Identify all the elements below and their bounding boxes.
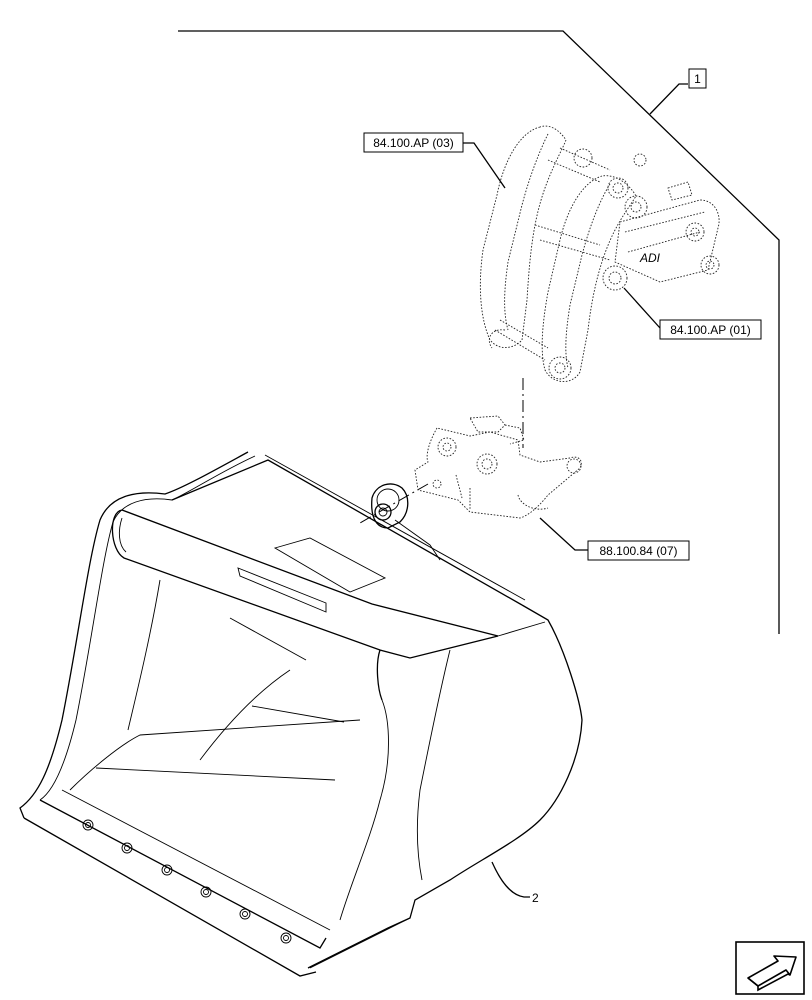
quick-coupler-assembly: ADI [479,125,720,382]
svg-text:1: 1 [694,72,701,86]
callout-item-1[interactable]: 1 [649,68,707,115]
item-1-bracket-line [178,30,780,634]
svg-text:2: 2 [532,891,539,905]
svg-text:84.100.AP (01): 84.100.AP (01) [670,323,751,337]
alignment-centerline [359,378,524,524]
callout-88-100-84-07[interactable]: 88.100.84 (07) [539,517,690,561]
svg-text:84.100.AP (03): 84.100.AP (03) [373,136,454,150]
callout-84-100-ap-03[interactable]: 84.100.AP (03) [363,132,506,189]
bucket [19,451,583,977]
callout-item-2[interactable]: 2 [491,861,539,905]
part-marking: ADI [639,251,661,265]
svg-text:88.100.84 (07): 88.100.84 (07) [599,544,677,558]
callout-84-100-ap-01[interactable]: 84.100.AP (01) [623,287,762,340]
coupler-bracket [414,415,582,519]
arrow-icon[interactable] [735,941,805,995]
